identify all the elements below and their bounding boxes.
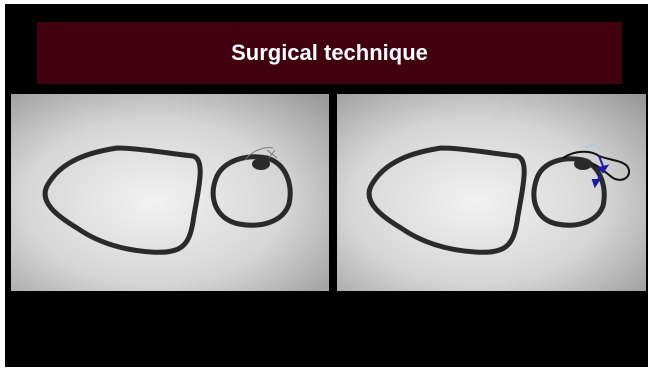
inner-spot (252, 158, 270, 170)
slide: Surgical technique (5, 4, 648, 367)
inner-spot (574, 158, 592, 170)
illustration-left (11, 94, 329, 291)
illustration-left-drawing (11, 94, 329, 291)
illustration-right (337, 94, 646, 291)
title-bar: Surgical technique (37, 22, 622, 84)
slide-title: Surgical technique (231, 40, 428, 66)
illustration-right-drawing (337, 94, 646, 291)
